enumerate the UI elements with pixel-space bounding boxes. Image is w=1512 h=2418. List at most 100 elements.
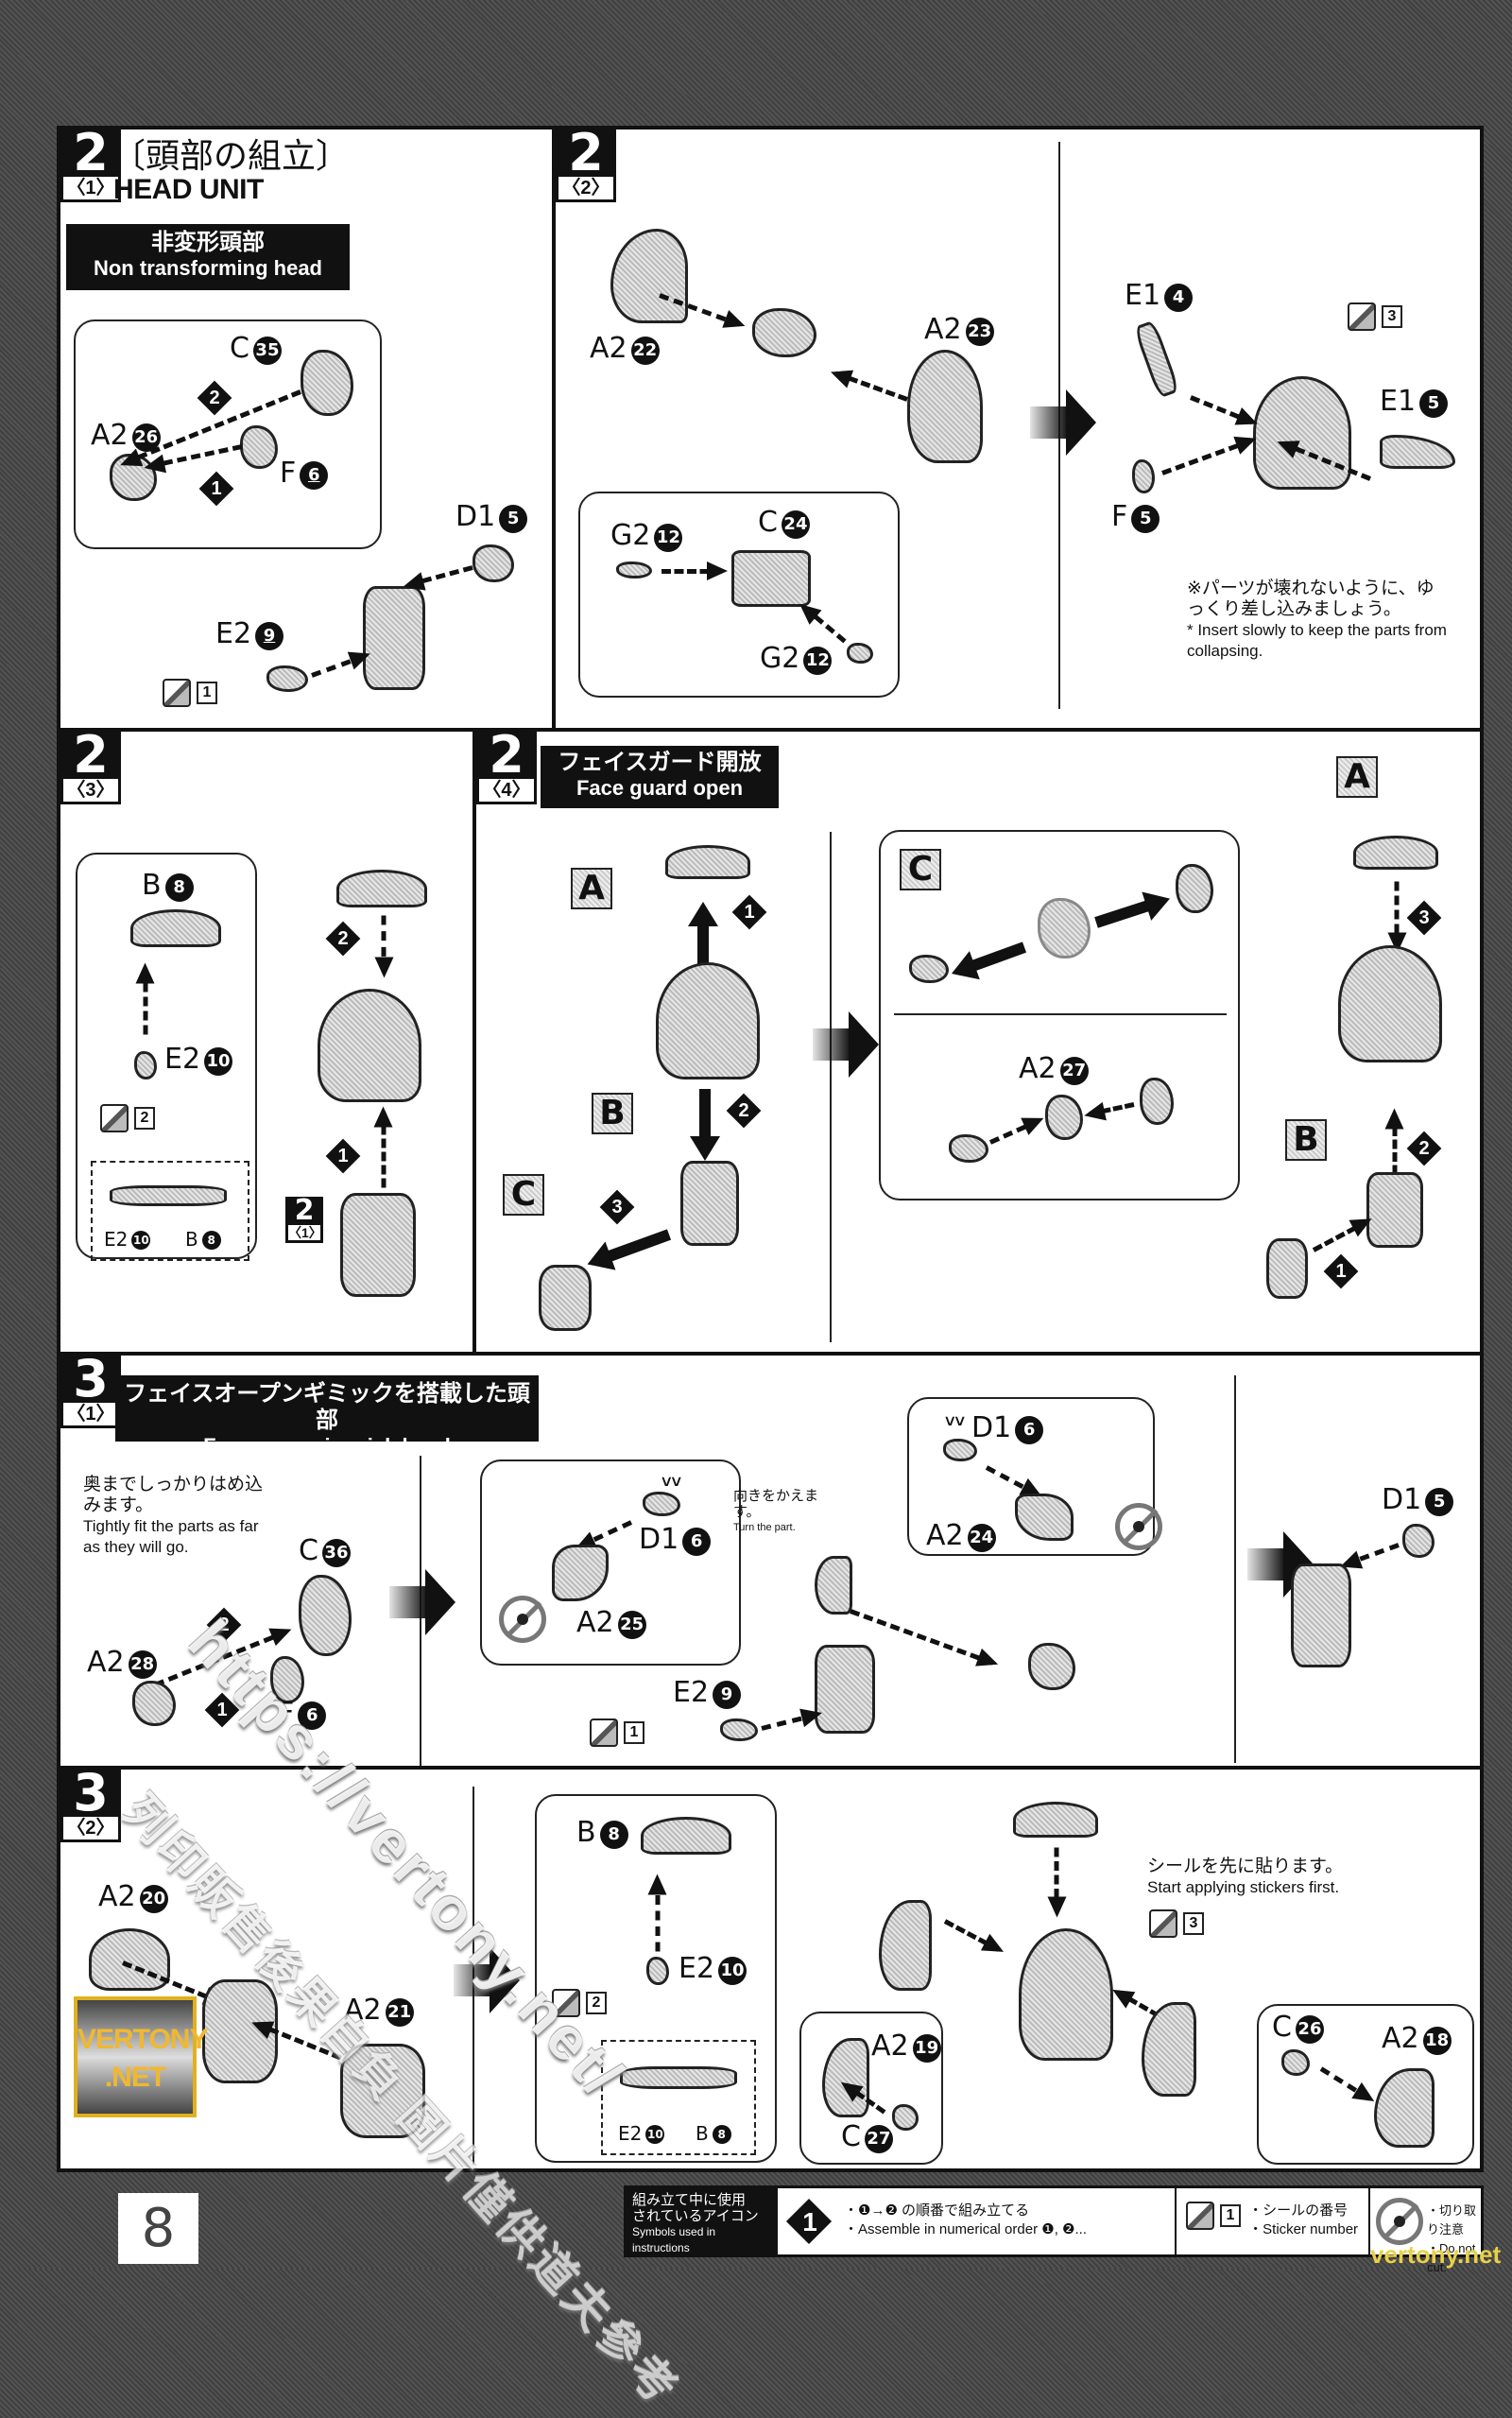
legend-order: 1 ・❶→❷ の順番で組み立てる ・Assemble in numerical …	[778, 2188, 1175, 2254]
part-d15	[472, 544, 514, 582]
detail-bubble	[480, 1459, 741, 1666]
part-d16	[643, 1492, 680, 1516]
step-number: 2 〈4〉	[476, 730, 537, 804]
part-group-a: A	[571, 868, 612, 909]
step-number: 2 〈1〉	[60, 128, 121, 202]
part-f6	[270, 1656, 304, 1703]
sticker-ref: 1	[163, 679, 217, 707]
part-g212	[616, 561, 652, 579]
head-assembly	[656, 962, 760, 1079]
head-assembly	[318, 989, 421, 1102]
order-marker: 2	[726, 1093, 762, 1129]
sticker-icon	[100, 1104, 129, 1132]
section-title-jp: 〔頭部の組立〕	[112, 136, 351, 175]
head-assembly	[1019, 1928, 1113, 2061]
vertony-logo: VERTONY .NET	[74, 1996, 208, 2117]
section-view	[91, 1161, 249, 1261]
assembly-arrow	[381, 915, 387, 973]
order-marker: 2	[206, 1607, 242, 1643]
sprue-mark: ˅˅	[662, 1473, 682, 1492]
part-g212	[847, 643, 873, 664]
order-icon: 1	[785, 2198, 833, 2245]
part-section	[620, 2066, 737, 2089]
sticker-icon	[1348, 302, 1376, 331]
order-marker: 2	[197, 380, 232, 416]
sticker-ref: 3	[1348, 302, 1402, 331]
divider	[552, 126, 556, 731]
part-b8	[130, 909, 221, 947]
symbol-legend: 組み立て中に使用 されているアイコン Symbols used in instr…	[624, 2185, 1484, 2274]
part-group-c: C	[900, 849, 941, 890]
removal-arrow	[699, 1089, 711, 1140]
part-b-face	[1366, 1172, 1423, 1248]
next-step-arrow	[389, 1569, 455, 1635]
part-a223	[907, 350, 983, 463]
sticker-ref: 2	[100, 1104, 155, 1132]
head-assembly	[363, 586, 425, 690]
legend-sticker: 1 ・シールの番号・Sticker number	[1175, 2188, 1368, 2254]
sticker-ref: 1	[590, 1719, 644, 1747]
part-e210	[646, 1957, 669, 1985]
sticker-icon	[590, 1719, 618, 1747]
part-b-face	[680, 1161, 739, 1246]
sub-banner: 非変形頭部 Non transforming head	[66, 224, 350, 290]
page-number: 8	[118, 2193, 198, 2264]
part-a221	[340, 2044, 425, 2138]
part-b8	[641, 1817, 731, 1855]
part-group-b: B	[592, 1093, 633, 1134]
divider	[57, 728, 1484, 732]
sticker-ref: 2	[552, 1989, 607, 2017]
divider	[57, 1352, 1484, 1356]
divider	[472, 728, 476, 1352]
part-group-c: C	[503, 1174, 544, 1216]
step-number: 2 〈2〉	[556, 128, 616, 202]
sticker-icon	[1149, 1909, 1177, 1938]
part-side-right	[1142, 2002, 1196, 2097]
order-marker: 1	[731, 894, 767, 930]
caution-note: ※パーツが壊れないように、ゆっくり差し込みましょう。 * Insert slow…	[1187, 579, 1447, 660]
next-step-arrow	[1030, 389, 1096, 456]
face-assembly	[340, 1193, 416, 1297]
part-a-cap	[665, 845, 750, 879]
part-e29	[720, 1719, 758, 1741]
sticker-note: シールを先に貼ります。 Start applying stickers firs…	[1147, 1857, 1344, 1896]
head-assembly	[1338, 945, 1442, 1062]
step-number: 3 〈2〉	[60, 1768, 121, 1842]
head-assembly	[1291, 1563, 1351, 1667]
assembly-arrow	[1394, 881, 1400, 948]
part-c-chin	[1266, 1238, 1308, 1299]
do-not-cut-icon	[1115, 1503, 1162, 1550]
part-e210	[134, 1051, 157, 1079]
part-c-left	[949, 1134, 988, 1163]
watermark-corner: vertony.net	[1370, 2240, 1502, 2269]
part-a228	[132, 1681, 176, 1726]
next-step-arrow	[454, 1947, 520, 2013]
part-group-a: A	[1336, 756, 1378, 798]
ref-step: 2 〈1〉	[285, 1197, 323, 1243]
part-c26	[1281, 2049, 1310, 2076]
part-c-right	[1176, 864, 1213, 913]
